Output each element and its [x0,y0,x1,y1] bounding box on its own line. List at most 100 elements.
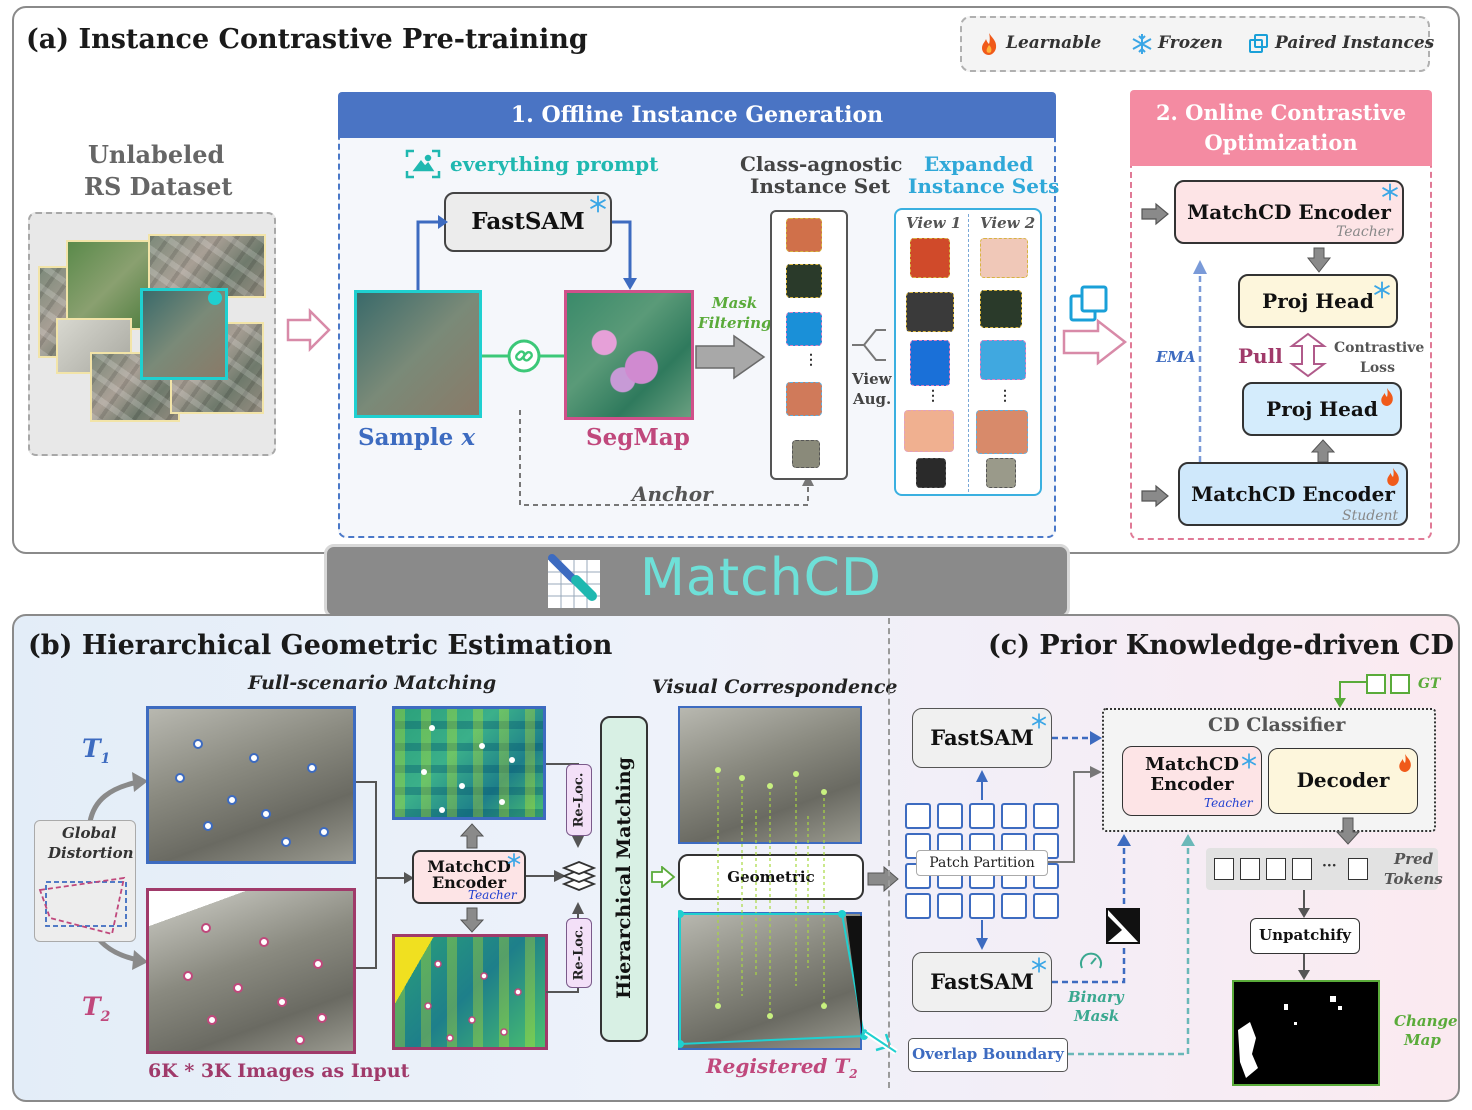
fastsam-bottom-box: FastSAM [912,952,1052,1012]
arrow-to-patch [867,866,899,892]
mask-filtering-arrow [695,334,766,380]
t1-label: T1 [82,734,111,767]
fire-icon [978,32,1000,56]
proj-head-frozen-box: Proj Head [1238,274,1398,328]
link-icon [514,346,534,366]
full-scenario-label: Full-scenario Matching [248,672,497,694]
stack-icon [561,858,597,894]
instance-thumb [786,218,822,252]
input-arrow-student [1141,484,1169,508]
view2-thumb [976,410,1028,454]
arrow-encoder-up [460,823,484,849]
instance-more: ⋮ [804,352,818,368]
view2-thumb [980,238,1028,278]
arrow-to-overlap [863,1028,898,1055]
pred-token [1214,858,1234,880]
dataset-image [148,234,266,298]
legend-paired: Paired Instances [1275,33,1435,53]
prompt-label: everything prompt [450,152,659,176]
reloc-box-top [566,764,592,836]
sample-image [354,290,482,418]
matchcd-banner [324,544,1070,618]
view1-thumb [904,410,954,452]
check-icon [208,291,222,305]
hierarchical-matching-box [600,716,648,1042]
contrastive-label-2: Loss [1360,360,1395,376]
contrastive-label-1: Contrastive [1334,340,1425,356]
gt-label: GT [1418,676,1441,692]
panel-c-title: (c) Prior Knowledge-driven CD [988,630,1454,661]
binary-mask-label-2: Mask [1074,1007,1120,1025]
instance-thumb [786,312,822,346]
arrow-student-to-proj [1310,439,1336,463]
feature-keypoints [421,725,522,1042]
panel-divider [888,618,890,1088]
snowflake-icon [1372,280,1392,300]
mask-filtering-label-1: Mask [712,294,758,312]
fastsam-to-classifier-line [1052,731,1102,745]
view1-label: View 1 [906,214,962,232]
view-aug-label-2: Aug. [853,390,892,408]
gt-token [1366,674,1386,694]
class-agnostic-label-1: Class-agnostic [740,152,903,176]
dataset-label-2: RS Dataset [84,172,233,201]
legend [960,16,1430,72]
pred-token [1240,858,1260,880]
instance-thumb [786,264,822,298]
global-distortion-label-2: Distortion [48,844,134,862]
mask-filtering-label-2: Filtering [698,314,772,332]
legend-learnable: Learnable [1006,33,1102,53]
view1-thumb [910,340,950,386]
snowflake-icon [1030,712,1048,730]
hierarchical-matching-label: Hierarchical Matching [613,757,635,999]
snowflake-icon [1130,32,1154,56]
fastsam-box-offline: FastSAM [444,192,612,252]
binary-mask-label-1: Binary [1068,988,1124,1006]
teacher-tag: Teacher [1336,224,1393,240]
view2-label: View 2 [980,214,1036,232]
fastsam-label: FastSAM [471,208,585,235]
pull-arrow [1289,332,1327,378]
ema-label: EMA [1156,348,1196,366]
anchor-label: Anchor [632,482,713,506]
input-caption: 6K * 3K Images as Input [148,1060,410,1082]
reloc-box-bottom [566,918,592,988]
fastsam-top-box: FastSAM [912,708,1052,768]
encoder-tag-b: Teacher [468,888,517,902]
fastsam-arrows [416,215,637,290]
arrow-offline-to-online [1062,318,1128,366]
expanded-label-2: Instance Sets [908,174,1060,198]
change-map-image [1232,980,1380,1086]
fire-icon [1396,752,1414,774]
offline-generation-title: 1. Offline Instance Generation [338,92,1056,138]
input-arrow-teacher [1141,202,1169,226]
overlap-boundary-box: Overlap Boundary [908,1038,1068,1072]
sample-label: Sample x [358,424,476,451]
view-aug-label-1: View [852,370,892,388]
gt-connector [1334,681,1366,708]
arrow-decoder-to-tokens [1336,817,1360,845]
teacher-encoder-box: MatchCD Encoder [1174,180,1404,244]
t1-image [146,706,356,864]
unpatchify-box: Unpatchify [1250,918,1360,954]
view-divider [968,214,969,492]
matchcd-logo-icon [542,550,608,612]
pred-tokens-label-1: Pred [1394,850,1434,868]
view1-more: ⋮ [926,388,940,404]
pred-token [1266,858,1286,880]
global-distortion-label-1: Global [62,824,117,842]
dataset-image [66,240,158,330]
cd-classifier-label: CD Classifier [1208,714,1346,736]
fire-icon [1378,386,1396,408]
arrow-encoder-down [460,907,484,933]
snowflake-icon [1240,752,1258,770]
change-map-label-2: Map [1404,1031,1441,1049]
student-tag: Student [1342,508,1399,524]
instance-thumb [792,440,820,468]
segmap-image [564,290,694,420]
instance-thumb [786,382,822,416]
view2-thumb [986,458,1016,488]
correspondence-lines [678,767,868,1048]
